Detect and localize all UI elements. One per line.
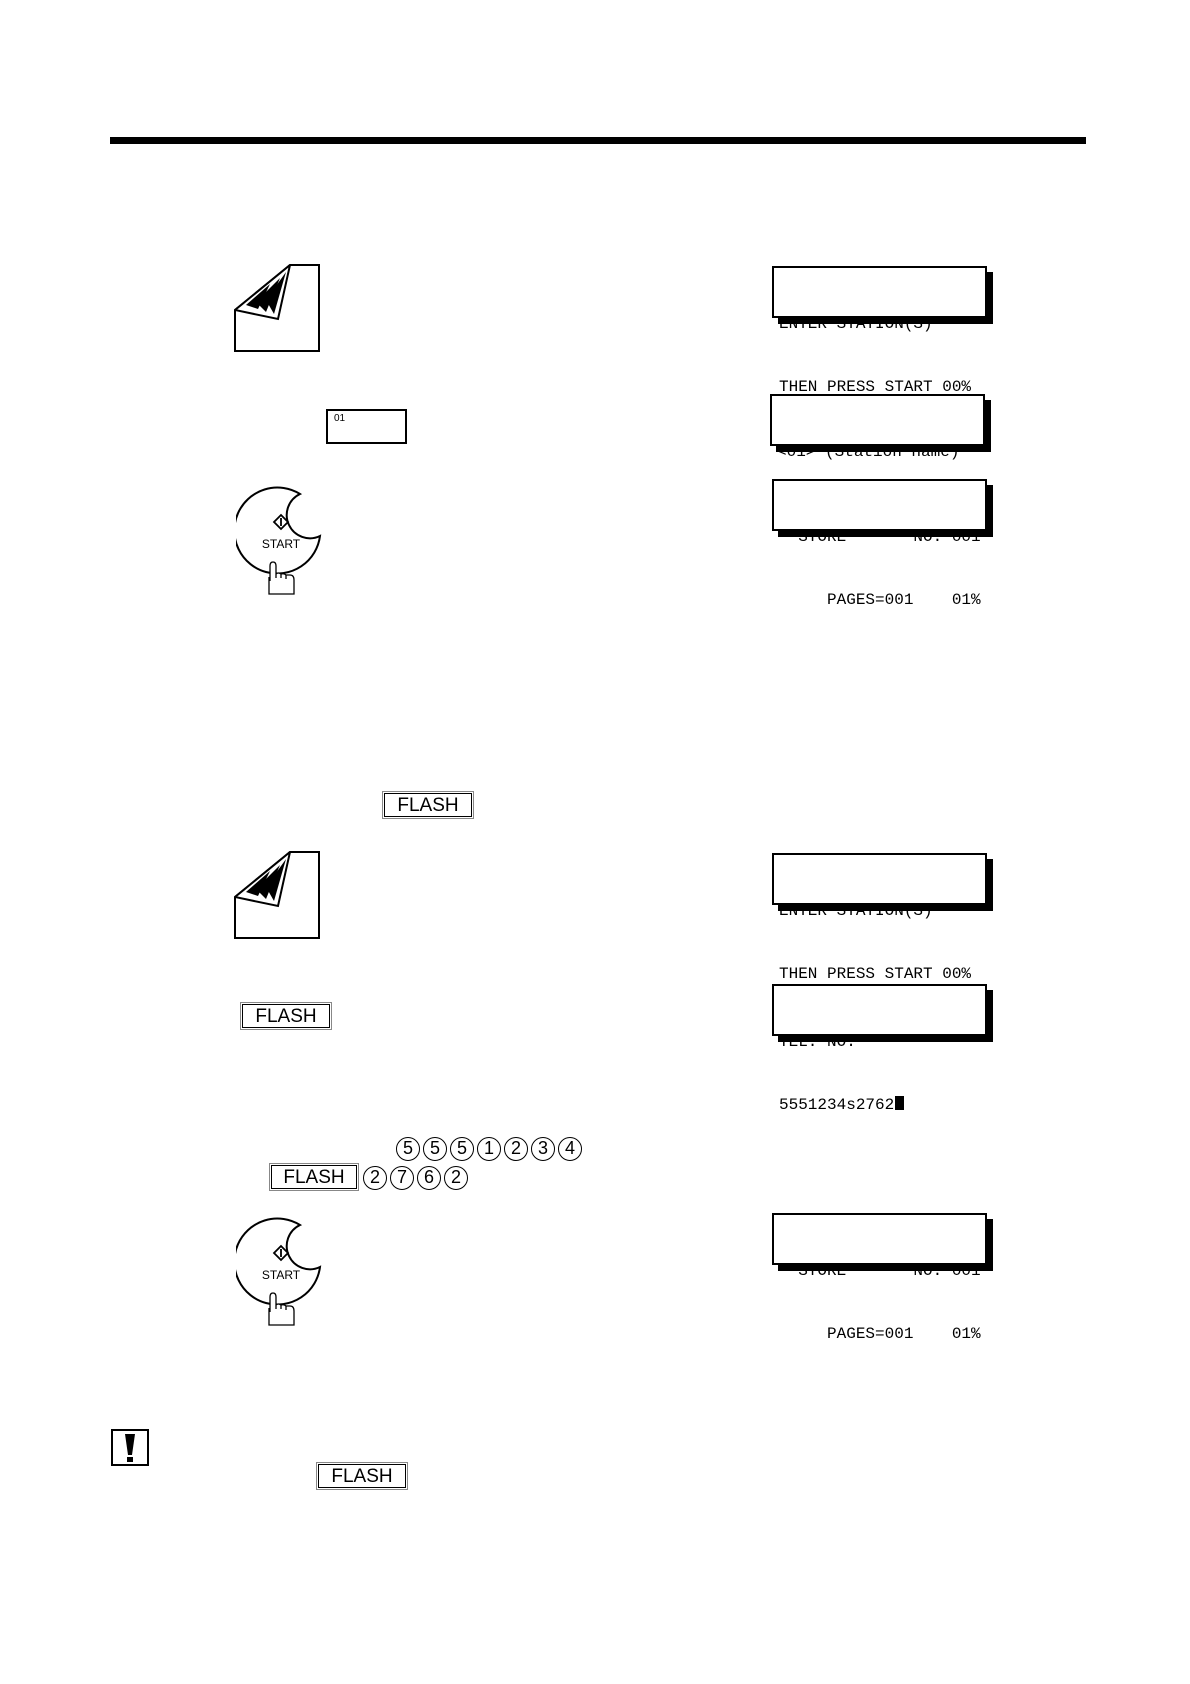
keypad-digit[interactable]: 3 [531,1137,555,1161]
cursor-block [895,1096,905,1110]
lcd-line-2: THEN PRESS START 00% [779,378,972,396]
lcd-line-1: ENTER STATION(S) [779,902,933,920]
lcd-display: * STORE * NO. 001 PAGES=001 01% [772,1213,987,1343]
start-button-icon [236,1217,322,1326]
lcd-display: <01> (Station name) 5551234s2762 [770,394,985,524]
start-button-icon [236,486,322,595]
note-icon [111,1429,149,1466]
top-rule [110,137,1086,144]
lcd-line-2: PAGES=001 01% [779,1325,981,1343]
lcd-line-2: 5551234s2762 [779,1096,895,1114]
lcd-line-1: <01> (Station name) [777,443,960,461]
keypad-digit[interactable]: 7 [390,1166,414,1190]
flash-key[interactable]: FLASH [316,1462,408,1490]
lcd-line-1: ENTER STATION(S) [779,315,933,333]
document-icon [234,851,320,939]
start-button[interactable]: START [236,482,326,597]
lcd-display: ENTER STATION(S) THEN PRESS START 00% [772,266,987,396]
keypad-digit[interactable]: 5 [423,1137,447,1161]
keypad-digit[interactable]: 5 [396,1137,420,1161]
lcd-line-2: THEN PRESS START 00% [779,965,972,983]
document-icon [234,264,320,352]
lcd-line-2: PAGES=001 01% [779,591,981,609]
keypad-digit[interactable]: 2 [504,1137,528,1161]
one-touch-key-label: 01 [334,413,346,424]
lcd-display: TEL. NO. 5551234s2762 [772,984,987,1114]
one-touch-key[interactable]: 01 [326,409,407,444]
lcd-display: * STORE * NO. 001 PAGES=001 01% [772,479,987,609]
keypad-digit[interactable]: 1 [477,1137,501,1161]
keypad-digit[interactable]: 5 [450,1137,474,1161]
flash-key[interactable]: FLASH [240,1002,332,1030]
start-button-label: START [261,537,301,551]
lcd-display: ENTER STATION(S) THEN PRESS START 00% [772,853,987,983]
keypad-digit[interactable]: 2 [363,1166,387,1190]
lcd-line-1: TEL. NO. [779,1033,856,1051]
start-button-label: START [261,1268,301,1282]
lcd-line-1: * STORE * NO. 001 [779,1262,981,1280]
lcd-line-1: * STORE * NO. 001 [779,528,981,546]
keypad-digit[interactable]: 2 [444,1166,468,1190]
keypad-digit[interactable]: 4 [558,1137,582,1161]
flash-key[interactable]: FLASH [269,1163,359,1191]
keypad-digit[interactable]: 6 [417,1166,441,1190]
start-button[interactable]: START [236,1213,326,1328]
flash-key[interactable]: FLASH [382,791,474,819]
